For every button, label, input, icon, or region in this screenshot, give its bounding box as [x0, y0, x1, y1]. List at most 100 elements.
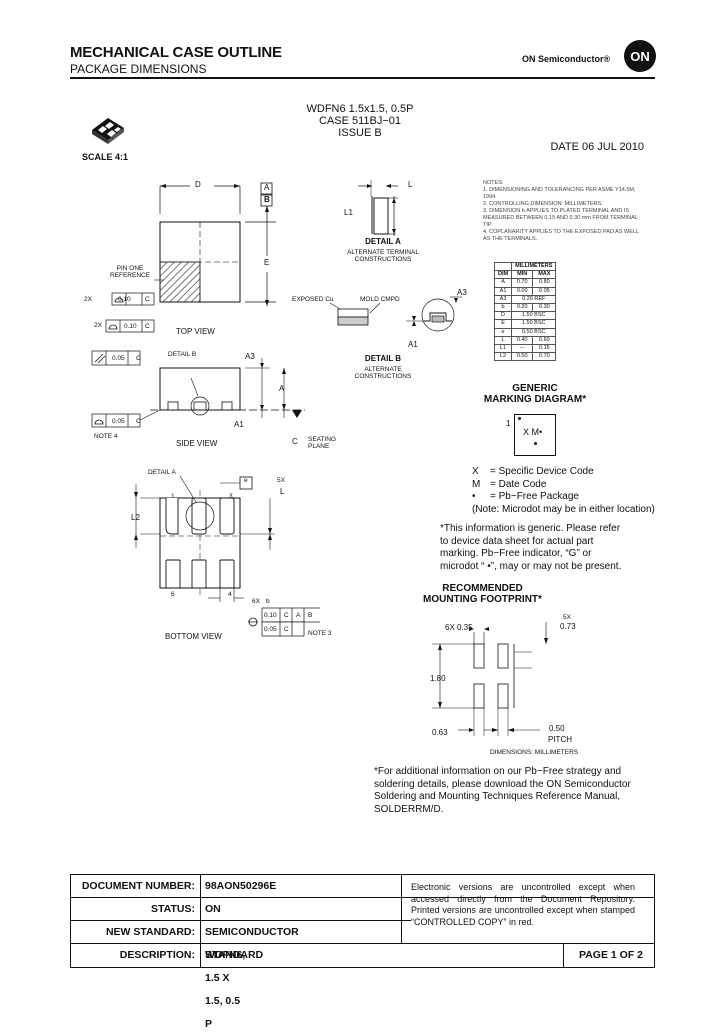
- span-cell: 0.20 REF: [511, 294, 557, 304]
- exposed-cu-label: EXPOSED Cu: [292, 296, 334, 303]
- dim-cell: E: [493, 319, 513, 329]
- dim-label-A3-side: A3: [245, 352, 255, 361]
- min-cell: 0.20: [511, 302, 534, 313]
- dim-table-header: MIN: [511, 270, 534, 280]
- bottom-view-drawing: [134, 475, 320, 637]
- detail-b-drawing: [329, 296, 462, 332]
- marking-title: GENERIC MARKING DIAGRAM*: [455, 383, 615, 405]
- tol-datum-c-d: C: [136, 418, 141, 425]
- dim-cell: D: [493, 311, 513, 321]
- detail-a-drawing: [358, 180, 398, 236]
- detail-a-caption: ALTERNATE TERMINAL CONSTRUCTIONS: [330, 249, 436, 263]
- min-cell: 0.00: [511, 286, 534, 296]
- tol-datum-c-b: C: [145, 323, 150, 330]
- detail-a-title: DETAIL A: [365, 237, 401, 246]
- top-view-drawing: [105, 182, 276, 333]
- note-1: 1. DIMENSIONING AND TOLERANCING PER ASME…: [483, 187, 636, 200]
- legend-key: •: [472, 491, 476, 502]
- dim-cell: L: [493, 335, 513, 345]
- generic-info-note: *This information is generic. Please ref…: [440, 523, 622, 572]
- doc-row-divider: [71, 943, 654, 944]
- tol-datum-c-c: C: [136, 355, 141, 362]
- dim-cell: L1: [493, 343, 513, 354]
- side-view-label: SIDE VIEW: [176, 439, 218, 448]
- note-4: 4. COPLANARITY APPLIES TO THE EXPOSED PA…: [483, 229, 639, 242]
- alt-terminal-text: ALTERNATE TERMINAL: [347, 249, 419, 256]
- dim-label-L: L: [408, 180, 413, 189]
- seating-text: SEATING: [308, 436, 337, 443]
- microdot-note: (Note: Microdot may be in either locatio…: [472, 503, 655, 515]
- status-value: ON SEMICONDUCTOR STANDARD: [205, 903, 299, 961]
- page-number: PAGE 1 OF 2: [579, 949, 643, 961]
- footprint-title: RECOMMENDED MOUNTING FOOTPRINT*: [420, 583, 545, 605]
- dim-cell: A: [493, 278, 513, 288]
- notes-title: NOTES:: [483, 180, 504, 186]
- tol-datum-c-a: C: [145, 296, 150, 303]
- legend-desc: = Pb−Free Package: [490, 491, 579, 502]
- max-cell: 0.15: [532, 343, 557, 354]
- top-view-label: TOP VIEW: [176, 327, 215, 336]
- footprint-073: 0.73: [560, 622, 576, 631]
- legend-desc: = Date Code: [490, 478, 547, 490]
- detail-b-title: DETAIL B: [364, 354, 402, 363]
- footprint-drawing: [432, 622, 548, 736]
- dim-label-L2: L2: [131, 513, 140, 522]
- microdot-icon: [534, 442, 537, 445]
- dim-cell: A1: [493, 286, 513, 296]
- marking-package-box: [514, 414, 556, 456]
- tol-datum-b: B: [308, 612, 313, 619]
- dim-label-L1: L1: [344, 208, 353, 217]
- plane-text: PLANE: [308, 443, 330, 450]
- doc-number-label: DOCUMENT NUMBER:: [81, 880, 195, 892]
- header-rule: [70, 77, 655, 79]
- note-2: 2. CONTROLLING DIMENSION: MILLIMETERS.: [483, 201, 603, 207]
- pin-one-dot-icon: [518, 417, 521, 420]
- note-4-ref: NOTE 4: [94, 433, 118, 440]
- legend-item: • = Pb−Free Package: [472, 491, 655, 504]
- notes-block: NOTES: 1. DIMENSIONING AND TOLERANCING P…: [483, 180, 643, 243]
- min-cell: 0.40: [511, 335, 534, 345]
- dim-cell: b: [493, 302, 513, 313]
- legend-item: M = Date Code: [472, 479, 655, 492]
- min-cell: 0.50: [511, 352, 534, 362]
- dim-label-A-side: A: [279, 384, 285, 393]
- dim-table-header: DIM: [493, 270, 513, 280]
- tol-value-005-c: 0.05: [264, 626, 277, 633]
- tol-value-005-a: 0.05: [112, 355, 125, 362]
- pin-number-6: 6: [171, 591, 175, 598]
- max-cell: 0.70: [532, 352, 557, 362]
- scale-label: SCALE 4:1: [82, 152, 129, 162]
- document-title: MECHANICAL CASE OUTLINE: [70, 44, 282, 61]
- dim-cell: L2: [493, 352, 513, 362]
- bottom-view-label: BOTTOM VIEW: [165, 632, 222, 641]
- new-standard-label: NEW STANDARD:: [105, 926, 195, 938]
- pin-number-3: 3: [229, 493, 233, 500]
- description-label: DESCRIPTION:: [119, 949, 195, 961]
- dim-table-header: MAX: [532, 270, 557, 280]
- constructions-text: CONSTRUCTIONS: [354, 256, 412, 263]
- seating-datum-C: C: [292, 437, 298, 446]
- footprint-5x: 5X: [563, 614, 571, 621]
- max-cell: 0.30: [532, 302, 557, 313]
- footprint-050: 0.50: [549, 724, 565, 733]
- doc-row-divider: [71, 920, 411, 921]
- legend-key: M: [472, 478, 481, 490]
- doc-col-divider: [200, 875, 201, 967]
- seating-plane-label: SEATING PLANE: [308, 436, 336, 450]
- doc-row-divider: [71, 897, 654, 898]
- marking-title-line-2: MARKING DIAGRAM*: [483, 394, 587, 405]
- legend-key: X: [472, 466, 479, 477]
- note-3-ref: NOTE 3: [308, 630, 332, 637]
- mult-2x-b: 2X: [94, 322, 102, 329]
- max-cell: 0.60: [532, 335, 557, 345]
- dim-label-A1-side: A1: [234, 420, 244, 429]
- datum-B-label: B: [264, 195, 270, 204]
- pin-one-reference-label: PIN ONE REFERENCE: [100, 265, 160, 279]
- pin-number-1: 1: [171, 493, 175, 500]
